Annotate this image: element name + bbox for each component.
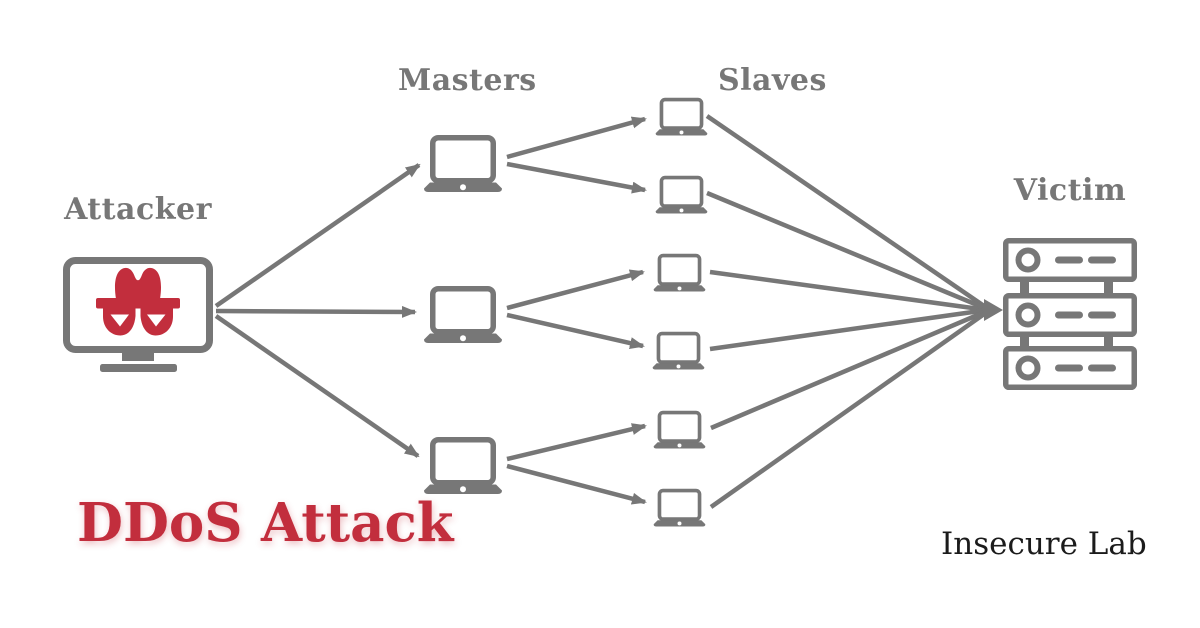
- arrow-attacker-master1: [214, 163, 421, 308]
- line-slave5-victim: [710, 308, 988, 431]
- victim-label: Victim: [1013, 173, 1127, 208]
- line-slave1-victim: [705, 114, 989, 310]
- line-slave3-victim: [709, 269, 988, 313]
- arrow-master1-slave1: [506, 116, 647, 160]
- attacker-label: Attacker: [64, 192, 212, 227]
- victim-arrowhead-icon: [984, 299, 1003, 321]
- laptop-icon: [423, 437, 503, 495]
- laptop-icon: [653, 252, 706, 294]
- arrow-master3-slave6: [506, 463, 647, 505]
- victim-node: [1003, 238, 1137, 390]
- masters-to-slaves-arrows: [506, 116, 647, 505]
- master-node-3: [423, 437, 503, 495]
- laptop-icon: [423, 135, 503, 193]
- slaves-to-victim-lines: [705, 114, 1003, 509]
- slave-node-3: [653, 252, 706, 294]
- master-node-2: [423, 286, 503, 344]
- laptop-icon: [653, 487, 706, 529]
- server-rack-icon: [1003, 238, 1137, 390]
- slave-node-4: [652, 330, 705, 372]
- line-slave2-victim: [706, 190, 988, 312]
- laptop-icon: [652, 330, 705, 372]
- slave-node-2: [655, 174, 708, 216]
- brand-text: Insecure Lab: [941, 526, 1147, 562]
- arrow-master2-slave4: [506, 312, 645, 349]
- laptop-icon: [423, 286, 503, 344]
- slave-node-6: [653, 487, 706, 529]
- slave-node-1: [655, 96, 708, 138]
- laptop-icon: [653, 409, 706, 451]
- slave-node-5: [653, 409, 706, 451]
- slaves-label: Slaves: [718, 63, 827, 98]
- laptop-icon: [655, 174, 708, 216]
- arrow-master3-slave5: [506, 423, 647, 462]
- laptop-icon: [655, 96, 708, 138]
- line-slave6-victim: [709, 310, 989, 509]
- line-slave4-victim: [709, 307, 988, 352]
- arrow-attacker-master2: [215, 305, 417, 318]
- arrow-master1-slave2: [506, 161, 647, 194]
- diagram-title: DDoS Attack: [77, 492, 454, 554]
- attacker-node: [63, 257, 213, 373]
- attacker-to-masters-arrows: [214, 163, 421, 458]
- masters-label: Masters: [398, 63, 537, 98]
- arrow-attacker-master3: [214, 314, 420, 458]
- master-node-1: [423, 135, 503, 193]
- arrow-master2-slave3: [506, 269, 645, 311]
- hacker-spy-monitor-icon: [63, 257, 213, 373]
